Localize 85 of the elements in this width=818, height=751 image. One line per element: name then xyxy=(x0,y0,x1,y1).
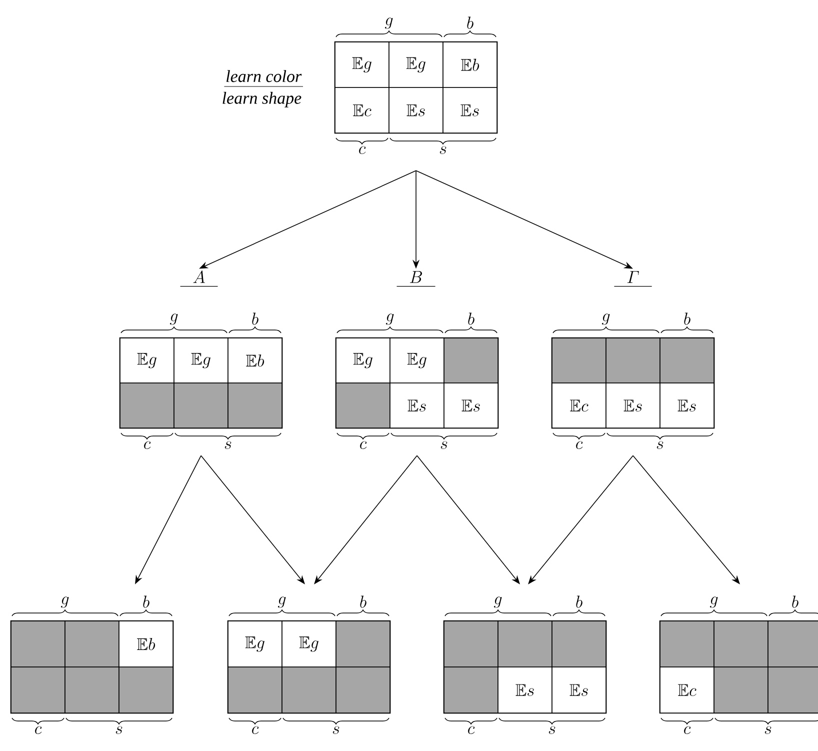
brace-label: $b$ xyxy=(576,596,582,608)
brace-label: $g$ xyxy=(278,596,286,608)
grid-cell: $\mathbb{E}g$ xyxy=(228,620,282,668)
brace-label: $c$ xyxy=(468,726,475,734)
side-label: learn color xyxy=(226,70,302,82)
grid-cell: $\mathbb{E}g$ xyxy=(390,338,444,384)
shaded-cell xyxy=(64,666,120,714)
brace-label: $g$ xyxy=(710,596,718,608)
grid-cell: $\mathbb{E}g$ xyxy=(282,620,336,668)
brace-label: $s$ xyxy=(116,726,122,734)
shaded-cell xyxy=(444,666,498,714)
shaded-cell xyxy=(660,620,714,668)
grid-cell: $\mathbb{E}b$ xyxy=(442,42,498,88)
grid-cell: $\mathbb{E}s$ xyxy=(498,666,552,714)
brace-label: $c$ xyxy=(35,726,42,734)
shaded-cell xyxy=(336,382,390,428)
brace-label: $b$ xyxy=(684,312,690,325)
shaded-cell xyxy=(498,620,552,668)
shaded-cell xyxy=(10,666,66,714)
branch-label: $B$ xyxy=(410,271,422,283)
shaded-cell xyxy=(660,338,714,384)
shaded-cell xyxy=(64,620,120,668)
shaded-cell xyxy=(282,666,336,714)
brace-label: $c$ xyxy=(360,441,367,449)
shaded-cell xyxy=(336,666,390,714)
brace-label: $c$ xyxy=(144,441,151,449)
grid-cell: $\mathbb{E}s$ xyxy=(552,666,606,714)
side-label: learn shape xyxy=(222,92,302,108)
shaded-cell xyxy=(552,620,606,668)
shaded-cell xyxy=(120,382,174,428)
brace-label: $g$ xyxy=(386,314,394,325)
brace-label: $s$ xyxy=(224,441,232,449)
grid-cell: $\mathbb{E}s$ xyxy=(390,382,444,428)
brace-label: $g$ xyxy=(60,596,69,608)
brace-label: $c$ xyxy=(576,441,583,449)
grid-cell: $\mathbb{E}s$ xyxy=(388,87,444,134)
brace-label: $s$ xyxy=(764,726,772,734)
grid-cell: $\mathbb{E}c$ xyxy=(660,666,714,714)
shaded-cell xyxy=(768,666,818,714)
brace-label: $b$ xyxy=(143,596,150,608)
shaded-cell xyxy=(228,666,282,714)
brace-label: $b$ xyxy=(467,16,474,29)
grid-cell: $\mathbb{E}c$ xyxy=(334,87,390,134)
shaded-cell xyxy=(118,666,174,714)
brace-label: $g$ xyxy=(602,314,610,325)
grid-cell: $\mathbb{E}s$ xyxy=(444,382,498,428)
branch-label: $\varGamma$ xyxy=(627,271,639,283)
shaded-cell xyxy=(228,382,282,428)
shaded-cell xyxy=(714,666,768,714)
grid-cell: $\mathbb{E}g$ xyxy=(336,338,390,384)
grid-cell: $\mathbb{E}g$ xyxy=(120,338,174,384)
grid-cell: $\mathbb{E}s$ xyxy=(606,382,660,428)
brace-label: $g$ xyxy=(170,314,178,325)
brace-label: $s$ xyxy=(440,441,448,449)
grid-cell: $\mathbb{E}b$ xyxy=(118,620,174,668)
shaded-cell xyxy=(336,620,390,668)
brace-label: $s$ xyxy=(656,441,664,449)
shaded-cell xyxy=(768,620,818,668)
brace-label: $b$ xyxy=(468,312,474,325)
brace-label: $b$ xyxy=(792,596,798,608)
brace-label: $g$ xyxy=(494,596,502,608)
brace-label: $b$ xyxy=(252,312,258,325)
shaded-cell xyxy=(444,620,498,668)
shaded-cell xyxy=(714,620,768,668)
grid-cell: $\mathbb{E}b$ xyxy=(228,338,282,384)
shaded-cell xyxy=(174,382,228,428)
brace-label: $c$ xyxy=(252,726,259,734)
shaded-cell xyxy=(552,338,606,384)
shaded-cell xyxy=(10,620,66,668)
brace-label: $s$ xyxy=(548,726,556,734)
brace-label: $g$ xyxy=(384,18,393,29)
brace-label: $s$ xyxy=(440,146,446,154)
grid-cell: $\mathbb{E}c$ xyxy=(552,382,606,428)
shaded-cell xyxy=(444,338,498,384)
brace-label: $s$ xyxy=(332,726,340,734)
grid-cell: $\mathbb{E}g$ xyxy=(388,42,444,88)
grid-cell: $\mathbb{E}g$ xyxy=(334,42,390,88)
brace-label: $b$ xyxy=(360,596,366,608)
branch-label: $A$ xyxy=(193,270,205,283)
shaded-cell xyxy=(606,338,660,384)
brace-label: $c$ xyxy=(359,146,366,154)
grid-cell: $\mathbb{E}s$ xyxy=(660,382,714,428)
grid-cell: $\mathbb{E}g$ xyxy=(174,338,228,384)
grid-cell: $\mathbb{E}s$ xyxy=(442,87,498,134)
brace-label: $c$ xyxy=(684,726,691,734)
